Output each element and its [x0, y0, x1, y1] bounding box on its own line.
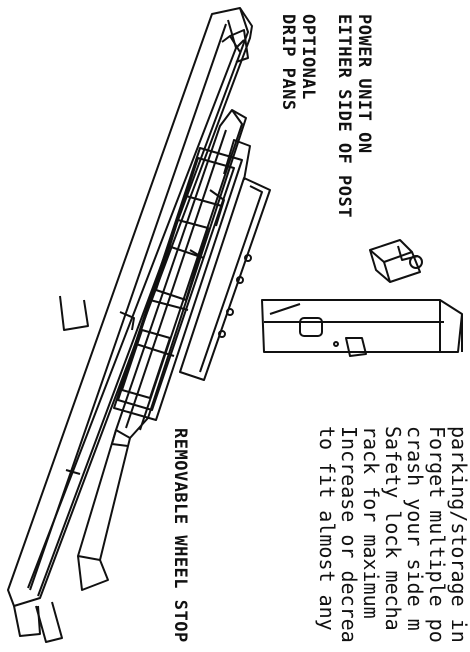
power-unit-label: POWER UNIT ON EITHER SIDE OF POST: [334, 14, 374, 218]
rear-ramps: [35, 601, 63, 643]
wheel-stop-label: REMOVABLE WHEEL STOP: [170, 428, 190, 643]
drip-pans-label: OPTIONAL DRIP PANS: [278, 14, 318, 111]
crossbar: [179, 177, 271, 381]
description-line: Increase or decrea: [337, 426, 361, 643]
description-text: parking/storage in Forget multiple po cr…: [315, 426, 470, 643]
description-line: crash your side m: [403, 426, 427, 631]
power-unit: [369, 239, 423, 283]
drip-pans-label-line2: DRIP PANS: [278, 14, 298, 111]
drip-pans-label-line1: OPTIONAL: [298, 14, 318, 100]
power-unit-label-line2: EITHER SIDE OF POST: [334, 14, 354, 218]
drip-pans: [113, 139, 251, 421]
description-line: to fit almost any: [315, 426, 339, 631]
description-line: Forget multiple po: [425, 426, 449, 643]
lift-post: [261, 299, 463, 357]
description-line: rack for maximum: [359, 426, 383, 619]
right-runway: [77, 109, 247, 591]
front-ramps: [59, 29, 249, 331]
lift-drawing: [7, 7, 463, 643]
power-unit-label-line1: POWER UNIT ON: [354, 14, 374, 154]
description-line: Safety lock mecha: [381, 426, 405, 631]
description-line: parking/storage in: [447, 426, 470, 643]
left-runway: [7, 7, 253, 637]
